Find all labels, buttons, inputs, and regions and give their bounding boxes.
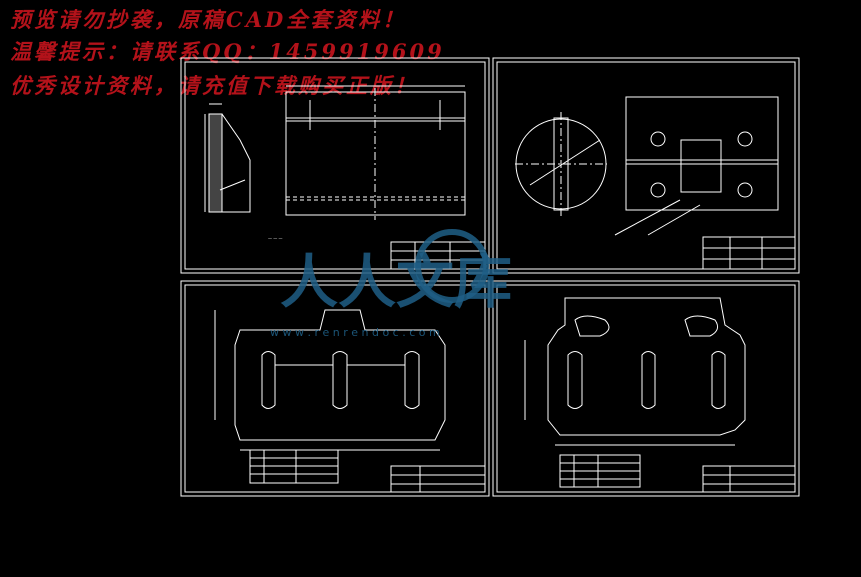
logo-watermark: 人人文库 w w w . r e n r e n d o c . c o m: [270, 229, 512, 339]
watermark-line-2: 温馨提示：请联系QQ：1459919609: [10, 39, 445, 64]
svg-text:— — —: — — —: [268, 236, 283, 241]
drawing-sheet-3: [180, 280, 490, 497]
logo-url: w w w . r e n r e n d o c . c o m: [270, 326, 440, 339]
drawing-sheet-1: — — —: [180, 57, 490, 274]
logo-text: 人人文库: [280, 248, 512, 316]
drawing-sheet-2: [492, 57, 800, 274]
drawing-sheet-4: [492, 280, 800, 497]
watermark-line-1: 预览请勿抄袭，原稿CAD全套资料！: [10, 7, 407, 32]
